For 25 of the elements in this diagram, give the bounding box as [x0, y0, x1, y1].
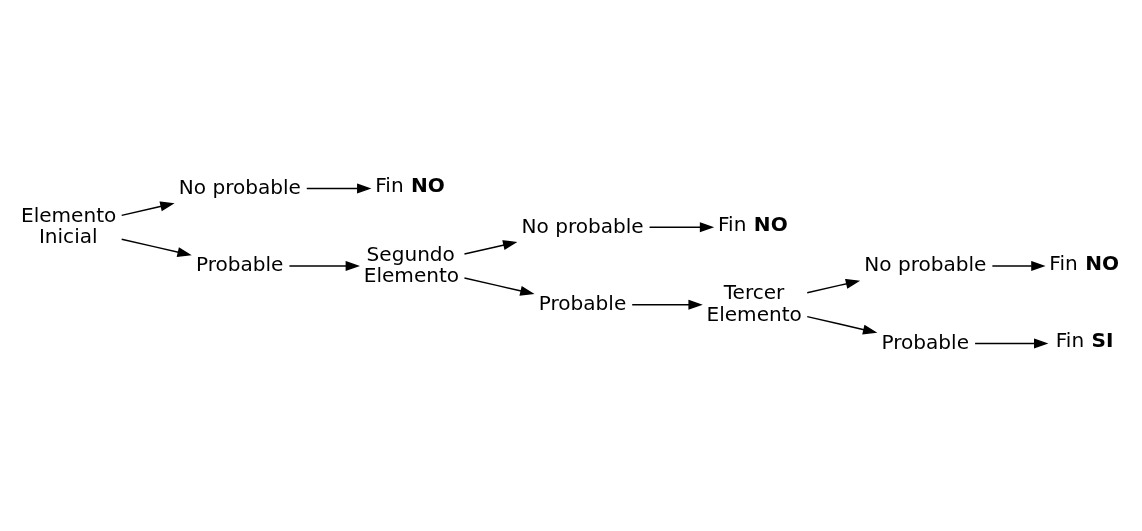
node-text: No probable [178, 174, 301, 199]
arrow [806, 278, 861, 293]
arrow [120, 201, 175, 216]
arrow [991, 260, 1046, 271]
node-text: Tercer Elemento [706, 279, 802, 326]
node-text: Fin SI [1055, 327, 1114, 352]
arrow [463, 239, 518, 255]
node-text: No probable [521, 213, 644, 238]
node-text: Probable [881, 329, 970, 354]
arrow [288, 260, 360, 271]
node-text: Probable [195, 251, 284, 276]
node-text: Fin NO [375, 172, 445, 197]
arrow [306, 183, 372, 194]
node-text: Elemento Inicial [20, 202, 117, 248]
arrow [974, 337, 1049, 348]
arrow [648, 221, 715, 232]
arrow [120, 238, 192, 257]
node-text: Fin NO [718, 211, 788, 236]
arrow [631, 299, 703, 310]
node-text: Probable [538, 290, 627, 315]
node-text: Fin NO [1049, 250, 1120, 275]
node-text: No probable [864, 251, 987, 276]
arrow [463, 276, 535, 296]
node-text: Segundo Elemento [363, 241, 460, 287]
arrow [806, 315, 878, 334]
